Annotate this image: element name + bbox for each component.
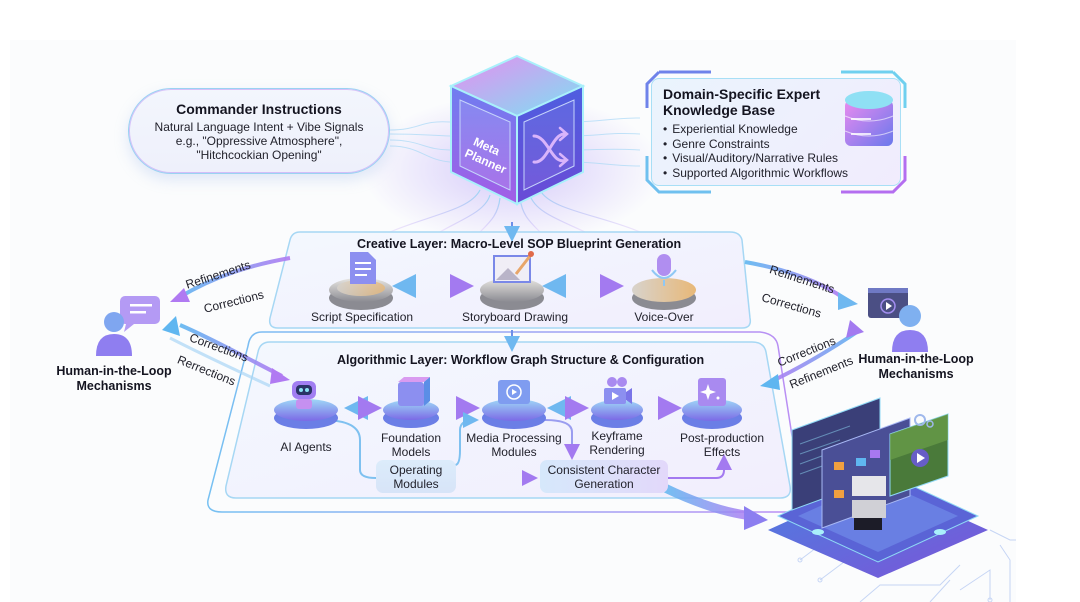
kb-list: Experiential Knowledge Genre Constraints… [663, 122, 848, 180]
algorithmic-layer-title: Algorithmic Layer: Workflow Graph Struct… [337, 353, 705, 367]
kb-title-line: Domain-Specific Expert [663, 86, 821, 102]
knowledge-base-card: Domain-Specific Expert Knowledge Base Ex… [641, 68, 911, 196]
drawing-board-icon [480, 251, 544, 310]
database-icon [844, 91, 894, 146]
video-camera-icon [591, 377, 643, 428]
cube-icon [383, 377, 439, 428]
box-label-line: Consistent Character [547, 463, 661, 477]
node-label-line: Rendering [589, 443, 645, 457]
kb-item: Visual/Auditory/Narrative Rules [663, 151, 848, 166]
hitl-right-label: Human-in-the-Loop Mechanisms [856, 352, 976, 382]
kb-title: Domain-Specific Expert Knowledge Base [663, 86, 820, 118]
hitl-label-line: Mechanisms [76, 379, 152, 393]
algorithmic-node-label: Media Processing Modules [464, 431, 564, 459]
commander-line: Natural Language Intent + Vibe Signals [154, 120, 364, 134]
node-label-line: AI Agents [280, 440, 332, 454]
creative-node-label: Voice-Over [634, 310, 694, 324]
consistent-character-generation-box: Consistent Character Generation [540, 460, 668, 493]
hitl-label-line: Human-in-the-Loop [56, 364, 172, 378]
kb-title-line: Knowledge Base [663, 102, 776, 118]
document-icon [329, 252, 393, 310]
node-label-line: Foundation [380, 431, 442, 445]
microphone-icon [632, 254, 696, 310]
creative-layer-title: Creative Layer: Macro-Level SOP Blueprin… [357, 237, 682, 251]
creative-node-label: Script Specification [311, 310, 414, 324]
person-chat-icon [96, 296, 160, 356]
robot-icon [274, 381, 338, 429]
algorithmic-node-label: Post-production Effects [672, 431, 772, 459]
node-label-line: Media Processing [466, 431, 562, 445]
hitl-left-label: Human-in-the-Loop Mechanisms [54, 364, 174, 394]
node-label-line: Models [391, 445, 431, 459]
commander-title: Commander Instructions [176, 101, 342, 117]
node-label-line: Post-production [679, 431, 765, 445]
kb-item: Genre Constraints [663, 137, 848, 152]
kb-item: Experiential Knowledge [663, 122, 848, 137]
commander-line: "Hitchcockian Opening" [196, 148, 322, 162]
media-folder-icon [482, 380, 546, 429]
hitl-label-line: Mechanisms [878, 367, 954, 381]
commander-line: e.g., "Oppressive Atmosphere", [175, 134, 343, 148]
sparkle-icon [682, 378, 742, 429]
commander-instructions-card: Commander Instructions Natural Language … [128, 88, 390, 174]
algorithmic-node-label: AI Agents [266, 440, 346, 454]
node-label-line: Modules [491, 445, 537, 459]
node-label-line: Keyframe [591, 429, 643, 443]
kb-frame [645, 70, 907, 194]
algorithmic-node-label: Foundation Models [371, 431, 451, 459]
node-label-line: Effects [703, 445, 741, 459]
box-label-line: Modules [393, 477, 439, 491]
operating-modules-box: Operating Modules [376, 460, 456, 493]
kb-item: Supported Algorithmic Workflows [663, 166, 848, 181]
algorithmic-node-label: Keyframe Rendering [582, 429, 652, 457]
hitl-label-line: Human-in-the-Loop [858, 352, 974, 366]
creative-node-label: Storyboard Drawing [462, 310, 569, 324]
box-label-line: Generation [574, 477, 634, 491]
shuffle-icon [532, 126, 569, 168]
box-label-line: Operating [389, 463, 443, 477]
person-video-icon [868, 288, 928, 352]
